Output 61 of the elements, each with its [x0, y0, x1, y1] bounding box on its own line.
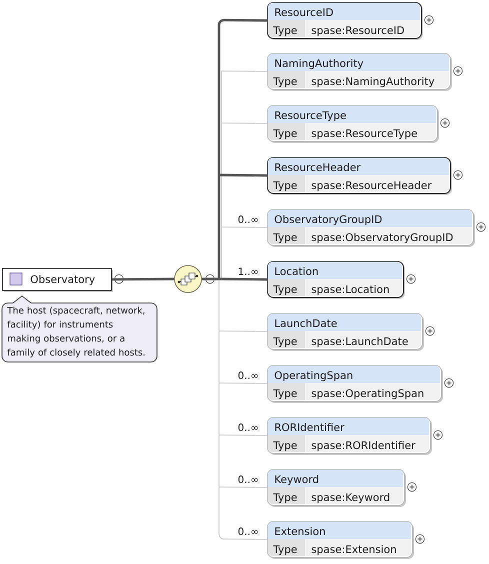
connector	[112, 278, 174, 281]
connector	[218, 330, 268, 332]
connector	[221, 70, 268, 124]
element-box: Observatory	[2, 268, 113, 292]
connector	[222, 278, 268, 281]
type-value-cell: spase:Location	[305, 279, 402, 296]
type-label-cell: Type	[268, 71, 305, 88]
type-value-cell: spase:RORIdentifier	[305, 435, 430, 452]
connector	[221, 226, 222, 280]
type-value-cell: spase:ObservatoryGroupID	[305, 227, 472, 244]
connector	[221, 122, 222, 228]
header-cell: ObservatoryGroupID	[268, 210, 472, 227]
connector	[221, 226, 268, 228]
header-cell: NamingAuthority	[268, 54, 450, 71]
cardinality-label: 0..∞	[238, 372, 258, 380]
type-label-cell: Type	[268, 383, 305, 400]
type-label-cell: Type	[268, 175, 305, 192]
type-label-cell: Type	[268, 539, 305, 556]
type-label-cell: Type	[268, 331, 305, 348]
cardinality-label: 0..∞	[238, 476, 258, 484]
connector	[218, 486, 268, 540]
connector	[218, 434, 268, 436]
cardinality-label: 0..∞	[238, 424, 258, 432]
connector	[218, 174, 268, 177]
type-label-cell: Type	[268, 227, 305, 244]
header-cell: LaunchDate	[268, 314, 422, 331]
header-cell: Extension	[268, 522, 412, 539]
header-cell: ResourceType	[268, 106, 436, 123]
connector	[218, 278, 220, 332]
connector	[218, 486, 268, 488]
type-value-cell: spase:Extension	[305, 539, 412, 556]
connector	[218, 175, 220, 279]
type-value-cell: spase:ResourceType	[305, 123, 436, 140]
connector	[218, 18, 268, 175]
header-cell: Keyword	[268, 470, 404, 487]
cardinality-label: 0..∞	[238, 216, 258, 224]
type-value-cell: spase:ResourceID	[305, 20, 420, 38]
connector	[218, 382, 268, 384]
connector	[218, 382, 220, 436]
type-value-cell: spase:NamingAuthority	[305, 71, 450, 88]
header-cell: ResourceHeader	[268, 158, 450, 175]
type-label-cell: Type	[268, 20, 305, 38]
header-cell: Location	[268, 262, 402, 279]
connector	[202, 278, 222, 280]
type-label-cell: Type	[268, 435, 305, 452]
connector	[218, 434, 220, 488]
type-label-cell: Type	[268, 279, 305, 296]
header-cell: RORIdentifier	[268, 418, 430, 435]
type-label-cell: Type	[268, 487, 305, 504]
cardinality-label: 0..∞	[238, 528, 258, 536]
connector	[218, 330, 220, 384]
cardinality-label: 1..∞	[238, 268, 258, 275]
connector	[221, 122, 268, 124]
header-cell: OperatingSpan	[268, 366, 440, 383]
type-value-cell: spase:OperatingSpan	[305, 383, 440, 400]
type-label-cell: Type	[268, 123, 305, 140]
header-cell: ResourceID	[268, 2, 420, 20]
type-value-cell: spase:ResourceHeader	[305, 175, 450, 192]
type-value-cell: spase:LaunchDate	[305, 331, 422, 348]
annotation-callout: The host (spacecraft, network, facility) for instruments making observations, or a family of closely related hosts.	[2, 296, 158, 362]
type-value-cell: spase:Keyword	[305, 487, 404, 504]
